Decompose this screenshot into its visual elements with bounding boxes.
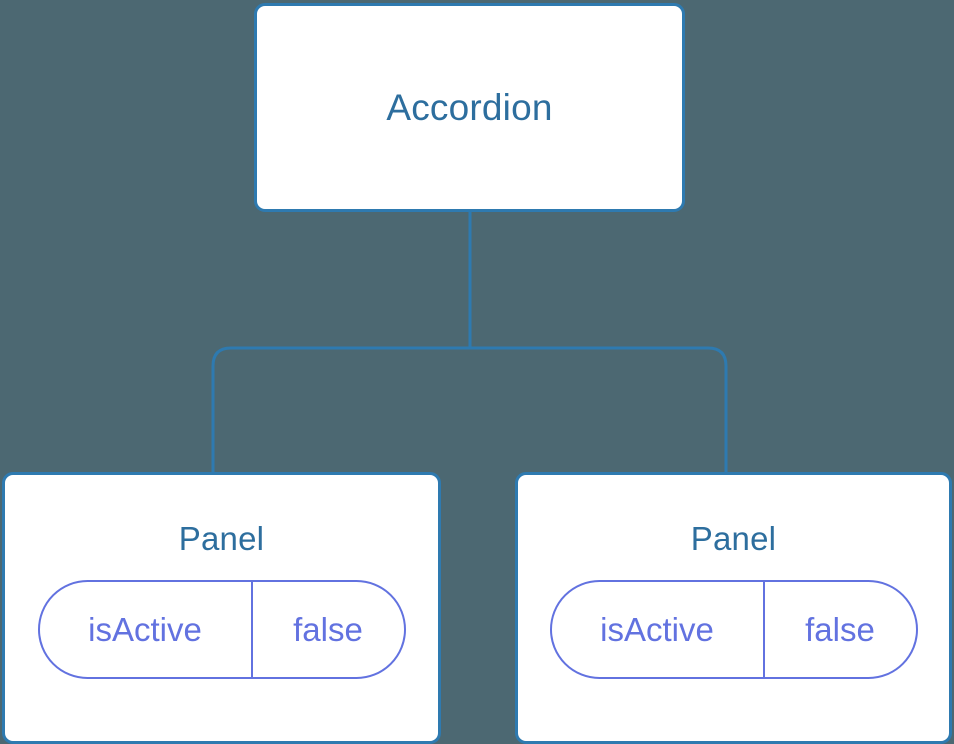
state-pill-panel-0[interactable]: isActive false: [37, 580, 406, 679]
node-panel-0[interactable]: Panel isActive false: [2, 472, 441, 744]
node-panel-0-label: Panel: [178, 520, 265, 557]
state-key-panel-1: isActive: [552, 582, 765, 677]
node-accordion-label: Accordion: [386, 87, 553, 128]
node-panel-1[interactable]: Panel isActive false: [515, 472, 952, 744]
state-key-panel-0: isActive: [40, 582, 253, 677]
edge-branch-bus: [211, 346, 728, 472]
state-pill-panel-1[interactable]: isActive false: [549, 580, 918, 679]
state-value-panel-1: false: [805, 611, 875, 648]
node-accordion[interactable]: Accordion: [254, 3, 685, 212]
node-panel-1-label: Panel: [690, 520, 777, 557]
state-value-panel-0: false: [293, 611, 363, 648]
